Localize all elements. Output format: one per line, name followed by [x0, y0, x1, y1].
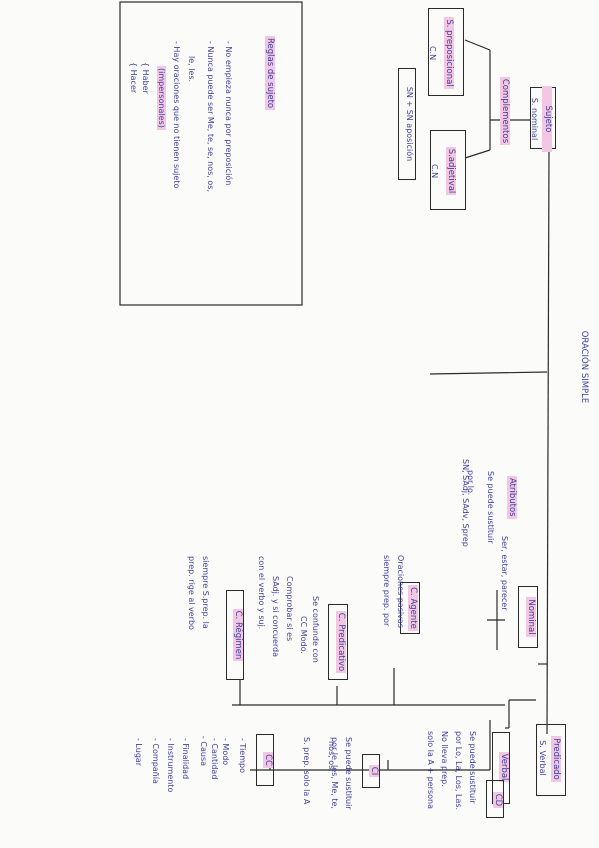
atributo-title: Atributos — [502, 476, 517, 546]
c-predicativo-text: C. Predicativo — [336, 610, 346, 674]
cc-item-2: - Modo — [221, 738, 230, 766]
regla-5: (impersonales) — [154, 66, 166, 166]
cd-text: CD — [493, 791, 503, 809]
c-predicativo-line-2: CC Modo. — [299, 616, 308, 654]
cc-item-4: - Causa — [199, 736, 208, 767]
complementos-text: Complementos — [500, 76, 510, 146]
sujeto-label-2: S. nominal — [530, 97, 539, 141]
cd-box — [486, 780, 504, 818]
s-preposicional-cn: C.N — [428, 45, 437, 61]
regla-4: - Hay oraciones que no tienen sujeto — [172, 41, 181, 189]
c-agente-label: C. Agente — [403, 579, 418, 637]
cc-box — [256, 734, 274, 786]
c-agente-line-1: Oraciones pasivas — [396, 555, 405, 628]
cd-line-3: No lleva prep. — [440, 731, 449, 787]
cc-item-7: - Compañía — [151, 738, 160, 784]
c-regimen-box — [226, 590, 244, 680]
c-regimen-line-1: siempre S.prep. la — [201, 556, 210, 629]
c-regimen-text: C. Régimen — [233, 608, 243, 662]
predicado-label-2: S. Verbal — [538, 740, 547, 776]
cd-line-4: solo la A + persona — [426, 731, 435, 809]
c-regimen-line-2: prep. rige al verbo — [187, 556, 196, 630]
atributo-line-1: Se puede sustituir — [486, 471, 495, 544]
complementos-label: Complementos — [495, 66, 510, 156]
s-adjetival-box — [430, 130, 466, 210]
cc-item-6: - Instrumento — [166, 738, 175, 793]
nominal-label: Nominal — [521, 588, 536, 646]
atributo-line-3: SN, SAdj, SAdv, Sprep — [461, 459, 470, 547]
predicado-text: Predicado — [551, 736, 561, 782]
title-connector-line — [429, 371, 548, 375]
reglas-title-text: Reglas de sujeto — [265, 36, 275, 111]
regla-1: - No empieza nunca por preposición — [224, 41, 233, 186]
nominal-text: Nominal — [526, 597, 536, 637]
sn-aposicion-box — [398, 68, 416, 180]
s-preposicional-text: S. preposicional — [444, 17, 454, 89]
s-adjetival-text: S.adjetival — [446, 146, 456, 196]
c-regimen-label: C. Régimen — [228, 596, 243, 674]
s-adjetival-cn: C.N — [430, 163, 439, 179]
ci-line-1: Se puede sustituir — [344, 737, 353, 810]
regla-2: - Nunca puede ser Me, te, se, nos, os, — [206, 41, 215, 192]
ci-box — [362, 754, 380, 788]
c-predicativo-line-5: con el verbo y suj. — [257, 556, 266, 630]
nominal-verbs: Ser, estar, parecer — [500, 536, 509, 611]
c-predicativo-box — [328, 604, 348, 680]
ci-line-3: nos, os. — [327, 741, 336, 772]
c-predicativo-line-1: Se confunde con — [311, 596, 320, 663]
cc-item-8: - Lugar — [134, 738, 143, 767]
main-spine-line — [546, 149, 550, 735]
atributo-title-text: Atributos — [507, 476, 517, 519]
predicado-box — [536, 724, 566, 796]
s-adjetival-label: S.adjetival — [441, 131, 456, 211]
s-preposicional-label: S. preposicional — [439, 9, 454, 97]
c-predicativo-label: C. Predicativo — [331, 605, 346, 679]
regla-7: { Hacer — [129, 62, 138, 94]
cd-line-1: Se puede sustituir — [468, 731, 477, 804]
regla-5-text: (impersonales) — [157, 66, 166, 130]
c-agente-text: C. Agente — [408, 585, 418, 631]
cc-text: CC — [263, 752, 273, 768]
c-agente-line-2: siempre prep. por — [382, 555, 391, 627]
oracion-simple-title: ORACIÓN SIMPLE — [579, 330, 589, 404]
ci-label: CI — [364, 756, 379, 786]
s-preposicional-box — [428, 8, 464, 96]
cc-label: CC — [258, 740, 273, 780]
verbal-text: Verbal — [499, 751, 509, 783]
ci-line-4: S. prep. solo la A — [302, 737, 311, 805]
c-predicativo-line-3: Comprobar si es — [285, 576, 294, 642]
regla-6: { Haber — [141, 62, 150, 94]
cc-item-1: - Tiempo — [238, 738, 247, 773]
cd-label: CD — [488, 785, 503, 815]
cc-item-3: - Cantidad — [210, 738, 219, 780]
predicado-label: Predicado — [546, 724, 561, 794]
cc-item-5: - Finalidad — [181, 738, 190, 780]
reglas-box-border — [119, 1, 303, 306]
ci-text: CI — [369, 764, 379, 778]
regla-3: le, les. — [187, 56, 196, 83]
c-agente-box — [400, 582, 420, 634]
sujeto-label-1: Sujeto — [542, 86, 553, 152]
nominal-box — [518, 586, 538, 648]
c-predicativo-line-4: SAdj. y si concuerda — [271, 576, 280, 658]
reglas-title: Reglas de sujeto — [258, 36, 275, 136]
cd-line-2: por Lo, La, Los, Las. — [454, 731, 463, 811]
sn-aposicion-label: SN + SN aposición — [405, 86, 414, 162]
